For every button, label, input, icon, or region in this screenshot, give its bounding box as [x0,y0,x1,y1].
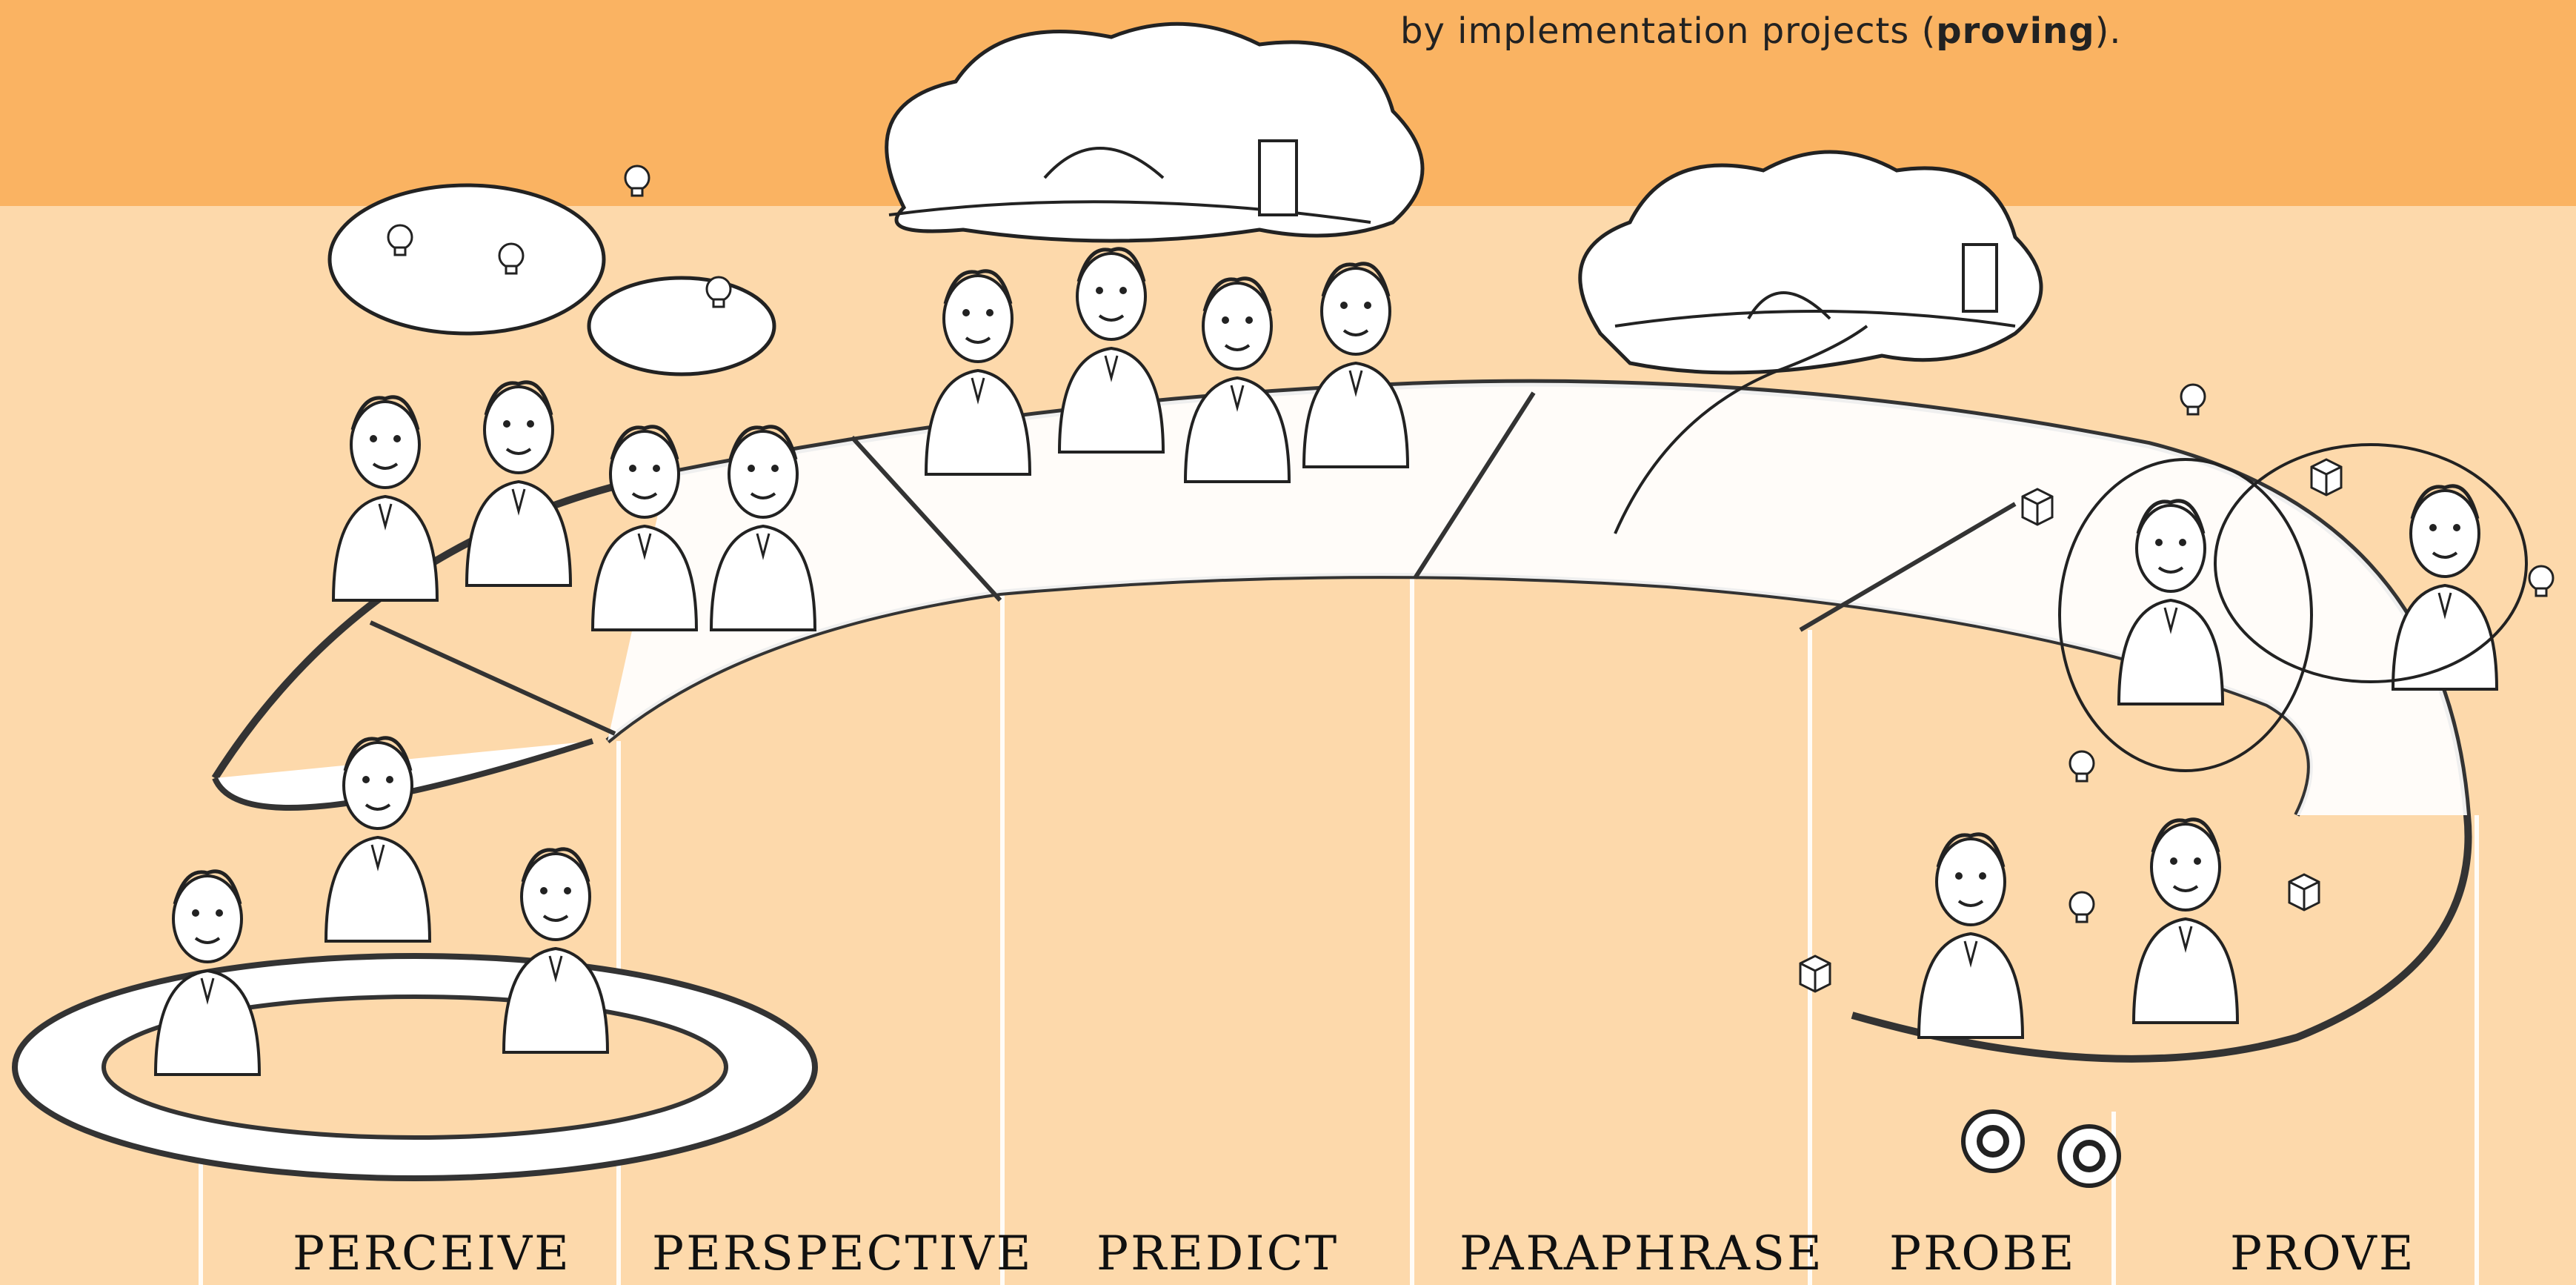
column-divider [1000,593,1005,1285]
column-divider [199,1156,203,1285]
phase-label-predict: PREDICT [1096,1226,1339,1281]
phase-label-probe: PROBE [1889,1226,2077,1281]
caption-text: by implementation projects ( [1400,10,1937,52]
column-divider [1410,578,1414,1285]
header-caption: by implementation projects (proving). [1400,6,2122,56]
caption-bold-word: proving [1936,10,2095,52]
phase-label-paraphrase: PARAPHRASE [1460,1226,1824,1281]
column-divider [2475,815,2479,1285]
phase-label-perceive: PERCEIVE [293,1226,571,1281]
phase-label-prove: PROVE [2230,1226,2416,1281]
phase-label-perspective: PERSPECTIVE [652,1226,1034,1281]
column-divider [2111,1112,2116,1285]
caption-end: ). [2094,10,2122,52]
